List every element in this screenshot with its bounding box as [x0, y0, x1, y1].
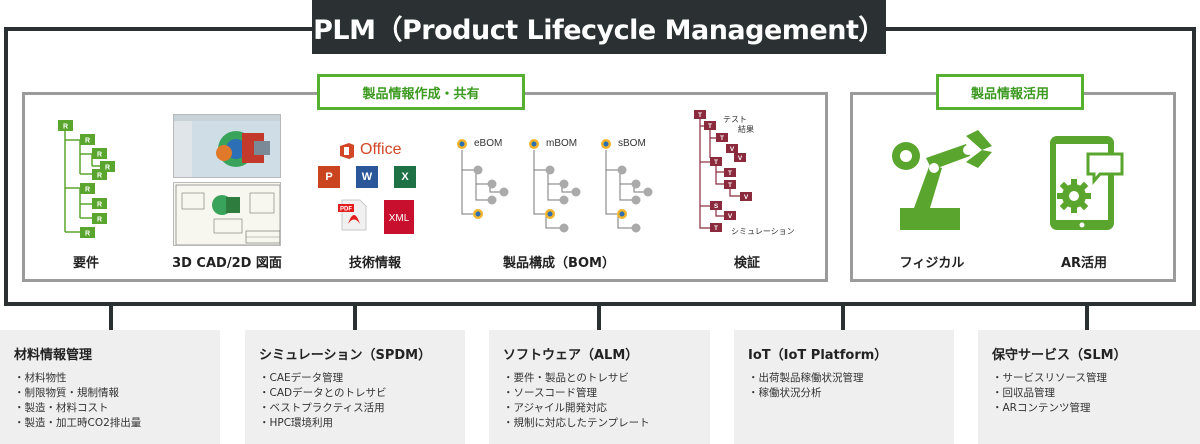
- card-item: ・制限物質・規制情報: [14, 387, 119, 399]
- verify-node-label: T: [698, 112, 702, 119]
- verify-node-label: T: [728, 182, 732, 189]
- connector-maintenance: [1085, 306, 1089, 330]
- verify-node-label: T: [708, 123, 712, 130]
- card-title: IoT（IoT Platform）: [748, 348, 888, 363]
- maintenance-card: 保守サービス（SLM） ・サービスリソース管理 ・回収品管理 ・ARコンテンツ管…: [978, 330, 1200, 444]
- simulation-card: シミュレーション（SPDM） ・CAEデータ管理 ・CADデータとのトレサビ ・…: [245, 330, 465, 444]
- verify-node-label: V: [728, 213, 733, 220]
- excel-icon: X: [394, 166, 416, 188]
- req-node-label: R: [97, 173, 102, 180]
- product-info-utilization-panel: [850, 92, 1176, 282]
- materials-card: 材料情報管理 ・材料物性 ・制限物質・規制情報 ・製造・材料コスト ・製造・加工…: [0, 330, 220, 444]
- req-node-label: R: [85, 138, 90, 145]
- card-title: 材料情報管理: [14, 348, 93, 363]
- bom-tree-icon: [457, 139, 653, 233]
- card-item: ・出荷製品稼働状況管理: [748, 372, 864, 384]
- ebom-label: eBOM: [474, 138, 503, 149]
- verify-test-label: テスト: [723, 115, 747, 124]
- verify-node-label: T: [714, 225, 718, 232]
- verify-node-label: T: [714, 159, 718, 166]
- card-item: ・CADデータとのトレサビ: [259, 387, 387, 399]
- software-card: ソフトウェア（ALM） ・要件・製品とのトレサビ ・ソースコード管理 ・アジャイ…: [489, 330, 710, 444]
- page-title: PLM（Product Lifecycle Management）: [312, 0, 886, 54]
- req-node-label: R: [85, 187, 90, 194]
- card-item: ・材料物性: [14, 372, 67, 384]
- req-node-label: R: [63, 124, 68, 131]
- verify-node-label: T: [720, 135, 724, 142]
- card-item: ・規制に対応したテンプレート: [503, 417, 650, 429]
- card-item: ・ソースコード管理: [503, 387, 597, 399]
- cad-2d-drawing-thumbnail: [173, 182, 281, 246]
- req-node-label: R: [97, 202, 102, 209]
- req-node-label: R: [105, 165, 110, 172]
- technical-info-caption: 技術情報: [348, 256, 401, 271]
- card-item: ・製造・加工時CO2排出量: [14, 417, 142, 429]
- xml-label: XML: [389, 213, 410, 224]
- office-logo-icon: [340, 143, 354, 159]
- card-item: ・要件・製品とのトレサビ: [503, 372, 629, 384]
- word-icon: W: [356, 166, 378, 188]
- robot-arm-icon: [892, 130, 992, 230]
- iot-card: IoT（IoT Platform） ・出荷製品稼働状況管理 ・稼働状況分析: [734, 330, 954, 444]
- verification-caption: 検証: [733, 256, 760, 271]
- card-item: ・アジャイル開発対応: [503, 402, 608, 414]
- verify-simulation-label: シミュレーション: [731, 227, 795, 236]
- office-label: Office: [360, 141, 402, 158]
- product-info-utilization-tag: 製品情報活用: [936, 74, 1084, 110]
- connector-software: [597, 306, 601, 330]
- verification-tree-icon: T T T V V T T T V S V T: [694, 110, 752, 232]
- card-item: ・稼働状況分析: [748, 387, 822, 399]
- card-item: ・CAEデータ管理: [259, 372, 344, 384]
- ar-tablet-icon: [1050, 136, 1124, 230]
- cad-3d-thumbnail: [173, 114, 281, 178]
- card-title: ソフトウェア（ALM）: [503, 348, 639, 363]
- req-node-label: R: [85, 231, 90, 238]
- requirements-caption: 要件: [72, 256, 99, 271]
- bom-caption: 製品構成（BOM）: [503, 256, 615, 271]
- card-item: ・ベストプラクティス活用: [259, 402, 385, 414]
- verify-node-label: S: [714, 203, 719, 210]
- verify-node-label: V: [738, 155, 743, 162]
- card-item: ・ARコンテンツ管理: [992, 402, 1091, 414]
- xml-file-icon: XML: [384, 200, 414, 234]
- sbom-label: sBOM: [618, 138, 646, 149]
- cad-caption: 3D CAD/2D 図面: [172, 256, 282, 271]
- connector-simulation: [353, 306, 357, 330]
- verify-node-label: V: [744, 194, 749, 201]
- requirements-tree-icon: R R R R R R R R R: [58, 120, 115, 238]
- physical-caption: フィジカル: [899, 256, 965, 271]
- connector-materials: [109, 306, 113, 330]
- pdf-file-icon: PDF: [338, 199, 367, 231]
- mbom-label: mBOM: [546, 138, 578, 149]
- verify-result-label: 結果: [738, 125, 754, 134]
- card-title: シミュレーション（SPDM）: [259, 348, 432, 363]
- ar-caption: AR活用: [1060, 256, 1108, 271]
- card-item: ・HPC環境利用: [259, 417, 334, 429]
- card-item: ・サービスリソース管理: [992, 372, 1107, 384]
- req-node-label: R: [97, 217, 102, 224]
- card-item: ・回収品管理: [992, 387, 1055, 399]
- connector-iot: [841, 306, 845, 330]
- product-info-creation-tag: 製品情報作成・共有: [317, 74, 525, 110]
- pdf-label: PDF: [340, 207, 352, 213]
- card-title: 保守サービス（SLM）: [992, 348, 1127, 363]
- powerpoint-icon: P: [318, 166, 340, 188]
- verify-node-label: V: [730, 146, 735, 153]
- req-node-label: R: [97, 152, 102, 159]
- verify-node-label: T: [728, 170, 732, 177]
- card-item: ・製造・材料コスト: [14, 402, 109, 414]
